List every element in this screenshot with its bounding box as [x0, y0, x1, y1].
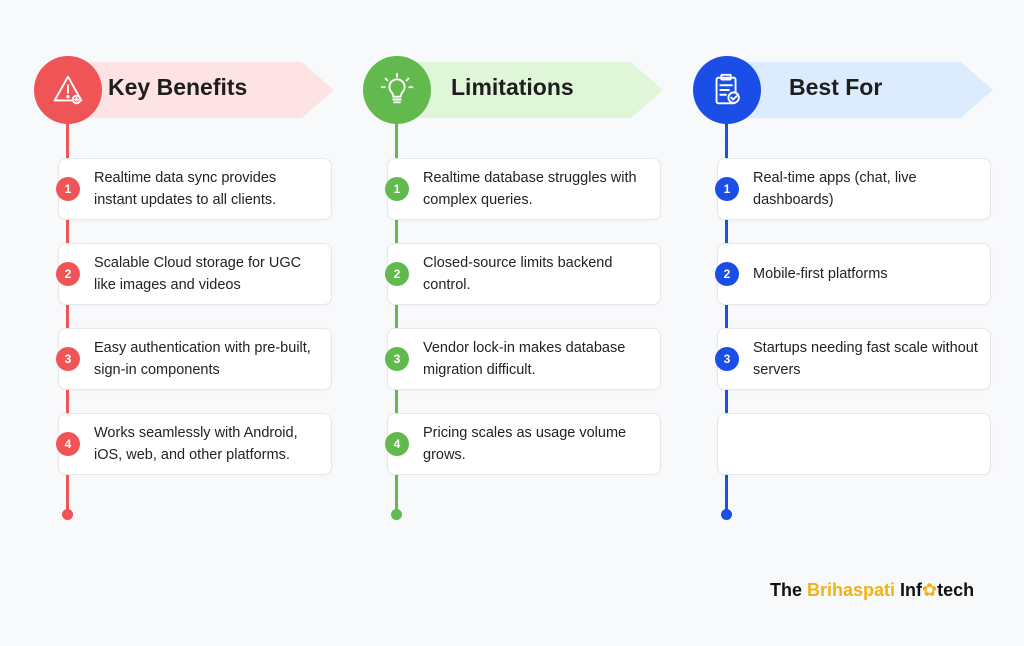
- item-text: Scalable Cloud storage for UGC like imag…: [94, 255, 302, 293]
- gear-icon: ✿: [922, 580, 938, 600]
- step-badge: 3: [56, 347, 80, 371]
- list-item: Startups needing fast scale without serv…: [717, 328, 991, 390]
- brand-logo: The Brihaspati Inf✿tech: [770, 580, 974, 601]
- item-text: Easy authentication with pre-built, sign…: [94, 340, 311, 378]
- step-badge: 2: [385, 262, 409, 286]
- item-text: Realtime database struggles with complex…: [423, 170, 637, 208]
- column-title: Limitations: [451, 74, 574, 100]
- timeline-line: [395, 110, 398, 515]
- step-badge: 1: [715, 177, 739, 201]
- brand-text-part: tech: [937, 580, 975, 600]
- item-text: Closed-source limits backend control.: [423, 255, 613, 293]
- step-badge: 4: [56, 432, 80, 456]
- step-badge: 3: [715, 347, 739, 371]
- timeline-end-dot: [391, 509, 402, 520]
- header-banner: [723, 62, 993, 118]
- timeline-end-dot: [62, 509, 73, 520]
- step-badge: 1: [56, 177, 80, 201]
- timeline-end-dot: [721, 509, 732, 520]
- column-title: Key Benefits: [108, 74, 248, 100]
- list-item: Closed-source limits backend control.: [387, 243, 661, 305]
- timeline-line: [66, 110, 69, 515]
- list-item: [717, 413, 991, 475]
- list-item: Real-time apps (chat, live dashboards): [717, 158, 991, 220]
- alert-lightbulb-icon: [34, 56, 102, 124]
- list-item: Vendor lock-in makes database migration …: [387, 328, 661, 390]
- lightbulb-icon: [363, 56, 431, 124]
- timeline-line: [725, 110, 728, 515]
- item-text: Works seamlessly with Android, iOS, web,…: [94, 425, 298, 463]
- list-item: Pricing scales as usage volume grows.: [387, 413, 661, 475]
- item-text: Real-time apps (chat, live dashboards): [753, 170, 917, 208]
- step-badge: 2: [56, 262, 80, 286]
- header-banner: [393, 62, 663, 118]
- item-text: Pricing scales as usage volume grows.: [423, 425, 627, 463]
- item-text: Vendor lock-in makes database migration …: [423, 340, 626, 378]
- step-badge: 3: [385, 347, 409, 371]
- list-item: Mobile-first platforms: [717, 243, 991, 305]
- step-badge: 2: [715, 262, 739, 286]
- clipboard-check-icon: [693, 56, 761, 124]
- list-item: Easy authentication with pre-built, sign…: [58, 328, 332, 390]
- list-item: Works seamlessly with Android, iOS, web,…: [58, 413, 332, 475]
- header-banner: [64, 62, 334, 118]
- step-badge: 4: [385, 432, 409, 456]
- column-key-benefits: Key Benefits Realtime data sync provides…: [34, 0, 344, 646]
- list-item: Realtime data sync provides instant upda…: [58, 158, 332, 220]
- column-limitations: Limitations Realtime database struggles …: [363, 0, 673, 646]
- step-badge: 1: [385, 177, 409, 201]
- item-text: Mobile-first platforms: [753, 266, 888, 282]
- column-title: Best For: [789, 74, 883, 100]
- brand-text-part: The: [770, 580, 808, 600]
- item-text: Startups needing fast scale without serv…: [753, 340, 978, 378]
- list-item: Realtime database struggles with complex…: [387, 158, 661, 220]
- brand-text-part: Inf: [895, 580, 923, 600]
- brand-text-accent: Brihaspati: [807, 580, 896, 600]
- column-best-for: Best For Real-time apps (chat, live dash…: [693, 0, 1003, 646]
- list-item: Scalable Cloud storage for UGC like imag…: [58, 243, 332, 305]
- item-text: Realtime data sync provides instant upda…: [94, 170, 277, 208]
